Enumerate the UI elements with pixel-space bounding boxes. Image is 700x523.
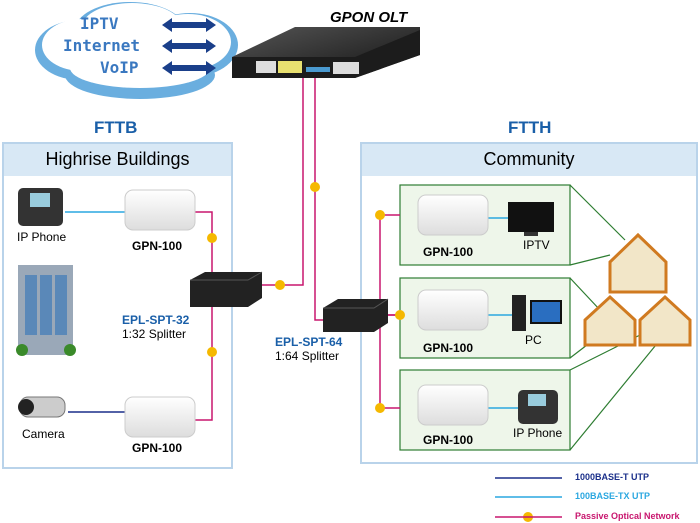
splitter-32-ratio: 1:32 Splitter <box>122 327 187 341</box>
legend-lines <box>495 477 562 518</box>
pc-icon <box>512 295 562 331</box>
cloud-service-internet: Internet <box>63 36 141 55</box>
splitter-64-model: EPL-SPT-64 <box>275 335 343 349</box>
epl-spt-32-splitter <box>190 271 263 307</box>
iptv-label: IPTV <box>523 238 550 252</box>
olt-label: GPON OLT <box>330 9 408 26</box>
ftth-panel-title: Community <box>483 149 575 169</box>
tv-icon <box>508 202 554 236</box>
legend-1000base-t: 1000BASE-T UTP <box>575 472 650 482</box>
bidirectional-arrow-icons <box>162 18 216 75</box>
legend-100base-tx: 100BASE-TX UTP <box>575 491 651 501</box>
house-icons <box>583 232 692 347</box>
camera-label: Camera <box>22 427 65 441</box>
camera-icon <box>18 396 66 418</box>
pc-label: PC <box>525 333 542 347</box>
splitter-64-ratio: 1:64 Splitter <box>275 349 340 363</box>
onu-label: GPN-100 <box>423 433 474 447</box>
onu-label: GPN-100 <box>423 245 474 259</box>
fttb-label: FTTB <box>94 118 138 137</box>
ip-phone-label: IP Phone <box>17 230 67 244</box>
utp100-links <box>65 211 518 409</box>
internet-cloud <box>35 2 238 99</box>
onu-label: GPN-100 <box>132 441 183 455</box>
ip-phone-label: IP Phone <box>513 426 563 440</box>
gpon-olt-device <box>232 27 420 78</box>
legend-pon: Passive Optical Network <box>575 511 680 521</box>
pon-badge-icons <box>207 182 533 522</box>
ftth-label: FTTH <box>508 118 552 137</box>
ip-phone-icon <box>18 188 63 226</box>
building-icon <box>16 265 76 356</box>
onu-label: GPN-100 <box>132 239 183 253</box>
fttb-panel-title: Highrise Buildings <box>45 149 190 169</box>
epl-spt-64-splitter <box>323 298 389 332</box>
cloud-service-voip: VoIP <box>100 58 139 77</box>
cloud-service-iptv: IPTV <box>80 14 119 33</box>
splitter-32-model: EPL-SPT-32 <box>122 313 190 327</box>
gpn-100-onu-icons <box>124 189 489 438</box>
ip-phone-icon <box>518 390 558 424</box>
onu-label: GPN-100 <box>423 341 474 355</box>
